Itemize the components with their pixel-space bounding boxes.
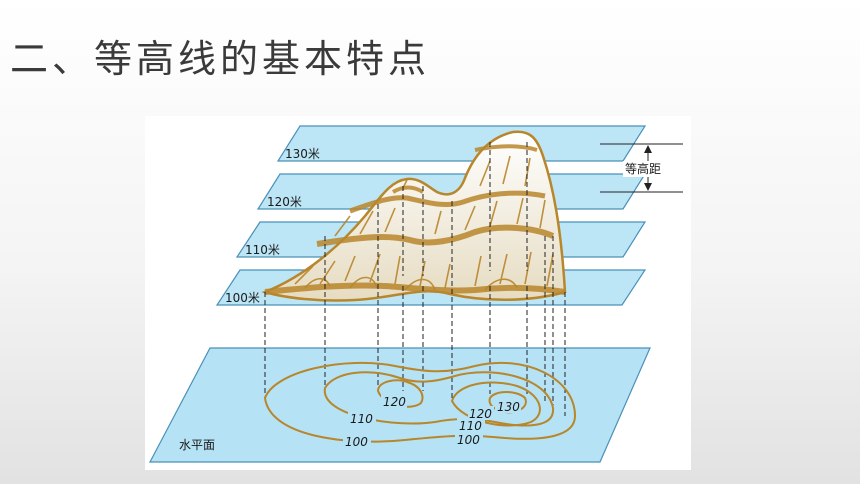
contour-label-100-right: 100 bbox=[457, 433, 480, 447]
contour-label-110-left: 110 bbox=[350, 412, 373, 426]
contour-interval-label: 等高距 bbox=[625, 161, 661, 176]
contour-interval-indicator: 等高距 bbox=[600, 143, 683, 193]
base-plane-label: 水平面 bbox=[179, 438, 215, 452]
contour-diagram: 120 110 100 130 120 110 100 130米 120米 11… bbox=[145, 116, 691, 470]
contour-diagram-svg: 120 110 100 130 120 110 100 130米 120米 11… bbox=[149, 125, 683, 463]
contour-label-130: 130 bbox=[497, 400, 520, 414]
plane-label-120: 120米 bbox=[267, 195, 302, 209]
arrow-up-icon bbox=[644, 145, 652, 153]
plane-label-130: 130米 bbox=[285, 147, 320, 161]
plane-label-100: 100米 bbox=[225, 291, 260, 305]
contour-label-120-left: 120 bbox=[383, 395, 406, 409]
plane-130 bbox=[276, 125, 647, 162]
contour-100 bbox=[263, 361, 577, 443]
arrow-down-icon bbox=[644, 183, 652, 191]
contour-label-100-left: 100 bbox=[345, 435, 368, 449]
plane-label-110: 110米 bbox=[245, 243, 280, 257]
contour-110 bbox=[323, 371, 555, 427]
projection-lines bbox=[264, 142, 566, 416]
slide-title: 二、等高线的基本特点 bbox=[10, 37, 431, 81]
contour-label-110-right: 110 bbox=[459, 419, 482, 433]
contour-label-120-right: 120 bbox=[469, 407, 492, 421]
